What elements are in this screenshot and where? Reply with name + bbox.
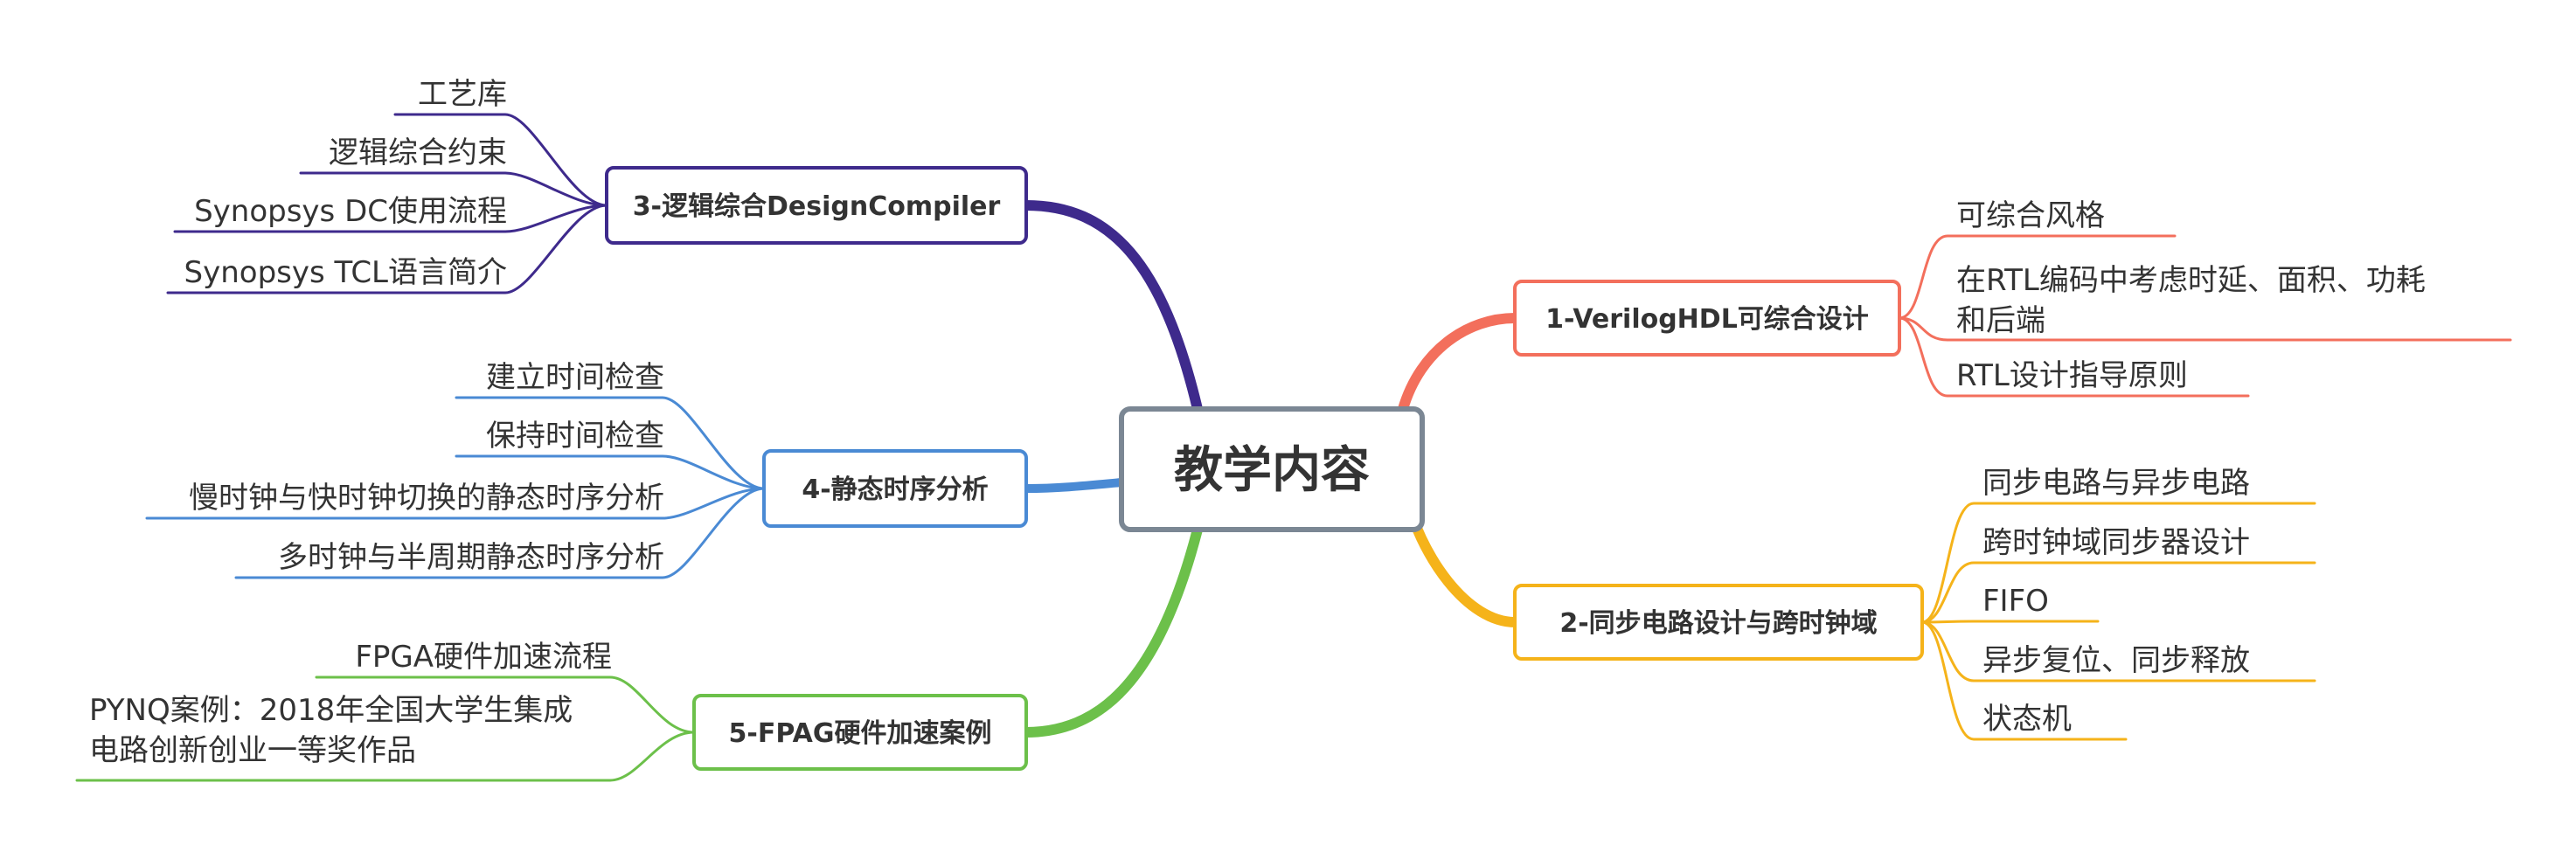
subtopic-label: 多时钟与半周期静态时序分析 — [278, 540, 664, 575]
subtopic-label: 和后端 — [1956, 303, 2045, 338]
central-topic[interactable]: 教学内容 — [1119, 406, 1425, 532]
fpga-subtopic-connector — [315, 675, 696, 734]
branch-synthesis[interactable]: 3-逻辑综合DesignCompiler — [605, 166, 1028, 245]
subtopic-node[interactable]: RTL设计指导原则 — [1956, 358, 2188, 393]
subtopic-node[interactable]: 跨时钟域同步器设计 — [1982, 525, 2250, 560]
subtopic-label: 可综合风格 — [1956, 198, 2105, 233]
sta-subtopic-connector — [234, 487, 766, 579]
sync-subtopic-connector — [1920, 561, 2316, 624]
sta-subtopic-connector — [455, 396, 766, 490]
central-topic-frame — [1119, 406, 1425, 532]
sync-subtopic-connector — [1920, 502, 2316, 624]
subtopic-label: 电路创新创业一等奖作品 — [89, 733, 416, 768]
branch-label: 4-静态时序分析 — [802, 475, 988, 505]
branch-label: 2-同步电路设计与跨时钟域 — [1559, 608, 1877, 639]
branch-box-frame — [605, 166, 1028, 245]
branch-box-frame — [692, 694, 1028, 771]
branch-sync[interactable]: 2-同步电路设计与跨时钟域 — [1513, 584, 1924, 661]
subtopic-node[interactable]: FIFO — [1982, 584, 2049, 619]
fpga-subtopic-connector — [75, 731, 696, 782]
subtopic-node[interactable]: 异步复位、同步释放 — [1982, 643, 2250, 678]
verilog-subtopic-connector — [1898, 316, 2250, 398]
subtopic-node[interactable]: 建立时间检查 — [486, 360, 664, 395]
synthesis-main-connector — [1021, 200, 1203, 414]
sta-subtopic-connector — [145, 487, 766, 520]
subtopic-node[interactable]: Synopsys TCL语言简介 — [184, 255, 507, 290]
subtopic-label: Synopsys TCL语言简介 — [184, 255, 507, 290]
synthesis-subtopic-connector — [166, 204, 608, 294]
verilog-subtopic-connector — [1898, 316, 2512, 342]
sta-subtopic-connector — [455, 454, 766, 490]
synthesis-subtopic-connector — [299, 171, 608, 207]
subtopic-node[interactable]: 逻辑综合约束 — [329, 135, 507, 170]
subtopic-node[interactable]: FPGA硬件加速流程 — [355, 640, 612, 675]
subtopic-node[interactable]: 工艺库 — [418, 77, 507, 112]
branch-box-frame — [1513, 584, 1924, 661]
subtopic-label: 工艺库 — [418, 77, 507, 112]
subtopic-label: 同步电路与异步电路 — [1982, 466, 2250, 501]
branch-verilog[interactable]: 1-VerilogHDL可综合设计 — [1513, 280, 1901, 357]
subtopic-label: 异步复位、同步释放 — [1982, 643, 2250, 678]
subtopic-label: Synopsys DC使用流程 — [194, 194, 507, 229]
subtopic-label: RTL设计指导原则 — [1956, 358, 2188, 393]
subtopic-label: 状态机 — [1982, 702, 2072, 737]
subtopic-label: 慢时钟与快时钟切换的静态时序分析 — [189, 481, 664, 516]
subtopic-node[interactable]: 同步电路与异步电路 — [1982, 466, 2250, 501]
branch-label: 3-逻辑综合DesignCompiler — [633, 191, 1001, 222]
subtopic-node[interactable]: 保持时间检查 — [486, 419, 664, 454]
sta-main-connector — [1022, 478, 1126, 493]
verilog-subtopic-connector — [1898, 234, 2177, 320]
branch-box-frame — [1513, 280, 1901, 357]
subtopic-label: 逻辑综合约束 — [329, 135, 507, 170]
subtopic-label: 建立时间检查 — [486, 360, 664, 395]
branch-label: 5-FPAG硬件加速案例 — [729, 718, 992, 749]
subtopic-label: 在RTL编码中考虑时延、面积、功耗 — [1956, 263, 2426, 298]
subtopic-node[interactable]: 可综合风格 — [1956, 198, 2105, 233]
branch-label: 1-VerilogHDL可综合设计 — [1545, 304, 1869, 335]
subtopic-node[interactable]: Synopsys DC使用流程 — [194, 194, 507, 229]
synthesis-subtopic-connector — [173, 204, 608, 233]
subtopic-node[interactable]: 慢时钟与快时钟切换的静态时序分析 — [189, 481, 664, 516]
subtopic-label: PYNQ案例：2018年全国大学生集成 — [89, 693, 573, 728]
synthesis-subtopic-connector — [393, 113, 608, 207]
sync-subtopic-connector — [1920, 620, 2100, 624]
fpga-main-connector — [1021, 524, 1203, 738]
branch-sta[interactable]: 4-静态时序分析 — [762, 449, 1028, 528]
subtopic-label: FIFO — [1982, 584, 2049, 619]
sync-subtopic-connector — [1920, 620, 2128, 741]
subtopic-label: FPGA硬件加速流程 — [355, 640, 612, 675]
sync-subtopic-connector — [1920, 620, 2316, 682]
subtopic-label: 跨时钟域同步器设计 — [1982, 525, 2250, 560]
subtopic-node[interactable]: 多时钟与半周期静态时序分析 — [278, 540, 664, 575]
branch-fpga[interactable]: 5-FPAG硬件加速案例 — [692, 694, 1028, 771]
branch-box-frame — [762, 449, 1028, 528]
connector-layer — [75, 113, 2512, 782]
central-topic-label: 教学内容 — [1174, 442, 1370, 499]
verilog-main-connector — [1398, 313, 1520, 414]
subtopic-label: 保持时间检查 — [486, 419, 664, 454]
subtopic-node[interactable]: 状态机 — [1982, 702, 2072, 737]
